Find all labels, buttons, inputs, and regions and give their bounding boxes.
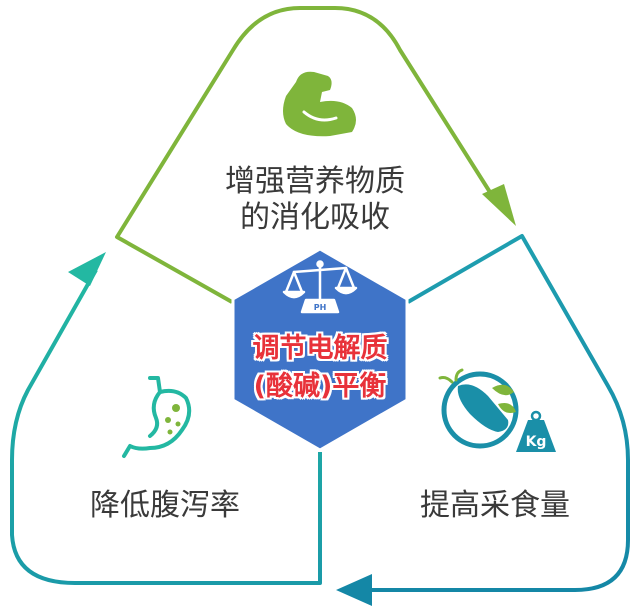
top-loop-path	[115, 6, 502, 304]
right-loop-arrow	[336, 574, 372, 606]
center-label-line1: 调节电解质	[252, 333, 388, 364]
balance-scale-ph-icon	[282, 260, 358, 314]
left-label: 降低腹泻率	[90, 488, 240, 523]
right-loop-path	[358, 234, 630, 592]
top-loop-arrow	[482, 184, 516, 226]
center-hexagon	[231, 247, 409, 452]
left-loop-path	[10, 269, 322, 585]
feed-scale-kg-icon	[438, 368, 556, 452]
center-label: 调节电解质 (酸碱)平衡	[232, 330, 408, 406]
top-label: 增强营养物质 的消化吸收	[200, 164, 430, 236]
right-label: 提高采食量	[420, 488, 570, 523]
stomach-icon	[122, 376, 192, 458]
center-label-line2: (酸碱)平衡	[253, 371, 387, 402]
ph-badge: PH	[314, 303, 327, 312]
left-loop-arrow	[68, 252, 106, 286]
top-label-line1: 增强营养物质	[225, 164, 405, 199]
kg-badge: Kg	[526, 434, 547, 450]
flexed-arm-icon	[283, 71, 356, 137]
top-label-line2: 的消化吸收	[240, 200, 390, 235]
